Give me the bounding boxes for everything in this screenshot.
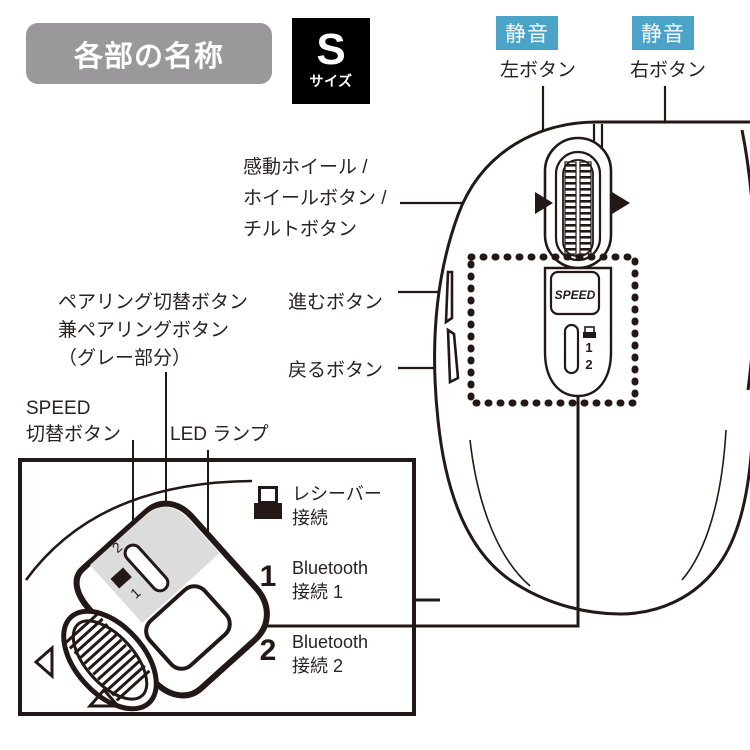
tilt-arrow-right-icon: [612, 192, 630, 214]
mouse-right-contour: [740, 129, 750, 391]
legend-item-bluetooth-1-text: Bluetooth 接続 1: [292, 554, 368, 604]
quiet-badge-left-label: 静音: [505, 23, 549, 46]
size-letter: S: [316, 24, 346, 74]
legend-key-1: 1: [259, 560, 277, 593]
mouse-forward-side-button: [444, 270, 454, 325]
mouse-illustration: SPEED 1 2: [120, 120, 750, 700]
page-title: 各部の名称: [73, 40, 224, 73]
speed-button-text: SPEED: [555, 288, 596, 302]
label-right-button: 右ボタン: [630, 60, 707, 81]
label-speed-line2: 切替ボタン: [26, 424, 122, 445]
usb-receiver-icon-body: [583, 332, 596, 338]
legend-box: [18, 458, 416, 716]
mouse-palm-seam-right: [681, 429, 727, 581]
connection-mode-markings: 1 2: [583, 326, 596, 372]
led-slider: [563, 323, 580, 375]
size-badge: S サイズ: [292, 18, 370, 104]
label-led-lamp: LED ランプ: [170, 424, 269, 445]
size-sublabel: サイズ: [309, 73, 353, 90]
legend-bt1-line1: Bluetooth: [292, 558, 369, 578]
detail-tilt-left-icon: [33, 644, 54, 680]
detail-tilt-down-icon: [86, 687, 122, 708]
wheel-tread: [564, 161, 592, 255]
detail-speed-button: [144, 584, 232, 671]
detail-led-slider: [123, 543, 170, 593]
legend-item-bluetooth-2: 2 Bluetooth 接続 2: [244, 628, 414, 686]
quiet-badge-right: 静音: [632, 16, 694, 50]
tilt-arrow-left-icon: [535, 192, 553, 214]
legend-bt1-line2: 接続 1: [292, 582, 344, 602]
speed-button: [549, 270, 601, 316]
label-pairing-line2: 兼ペアリングボタン: [58, 320, 230, 341]
usb-receiver-icon: [244, 480, 292, 520]
legend-list: レシーバー 接続 1 Bluetooth 接続 1 2 Bluetooth 接続…: [244, 480, 414, 702]
detail-body-arc: [24, 479, 253, 581]
mouse-back-side-button: [446, 327, 460, 385]
legend-item-receiver: レシーバー 接続: [244, 480, 414, 538]
label-wheel-line2: ホイールボタン /: [243, 188, 387, 209]
label-wheel-line3: チルトボタン: [243, 219, 358, 240]
legend-receiver-line2: 接続: [292, 508, 328, 528]
label-forward-button: 進むボタン: [288, 292, 384, 313]
label-pairing-line1: ペアリング切替ボタン: [58, 292, 249, 313]
label-back-button: 戻るボタン: [288, 360, 384, 381]
label-pairing-line3: （グレー部分）: [58, 348, 192, 369]
detail-wheel-group: [61, 608, 159, 712]
detail-receiver-mark: [110, 567, 132, 589]
legend-bt2-line1: Bluetooth: [292, 632, 369, 652]
label-speed-line1: SPEED: [26, 398, 91, 419]
label-wheel-line1: 感動ホイール /: [243, 157, 368, 178]
legend-key-2: 2: [259, 634, 277, 667]
label-left-button: 左ボタン: [500, 60, 577, 81]
legend-receiver-line1: レシーバー: [292, 484, 382, 504]
quiet-badge-left: 静音: [496, 16, 558, 50]
dotted-callout-box: [467, 253, 639, 407]
quiet-badge-right-label: 静音: [641, 23, 685, 46]
legend-item-bluetooth-1: 1 Bluetooth 接続 1: [244, 554, 414, 612]
section-title-pill: 各部の名称: [26, 23, 272, 84]
legend-item-bluetooth-2-text: Bluetooth 接続 2: [292, 628, 368, 678]
mouse-palm-seam-left: [469, 439, 531, 587]
mode-1-label: 1: [585, 340, 592, 355]
mode-2-label: 2: [585, 357, 592, 372]
legend-bt2-line2: 接続 2: [292, 656, 344, 676]
legend-item-receiver-text: レシーバー 接続: [292, 480, 382, 530]
mouse-detail-illustration: 1 2: [24, 479, 270, 712]
